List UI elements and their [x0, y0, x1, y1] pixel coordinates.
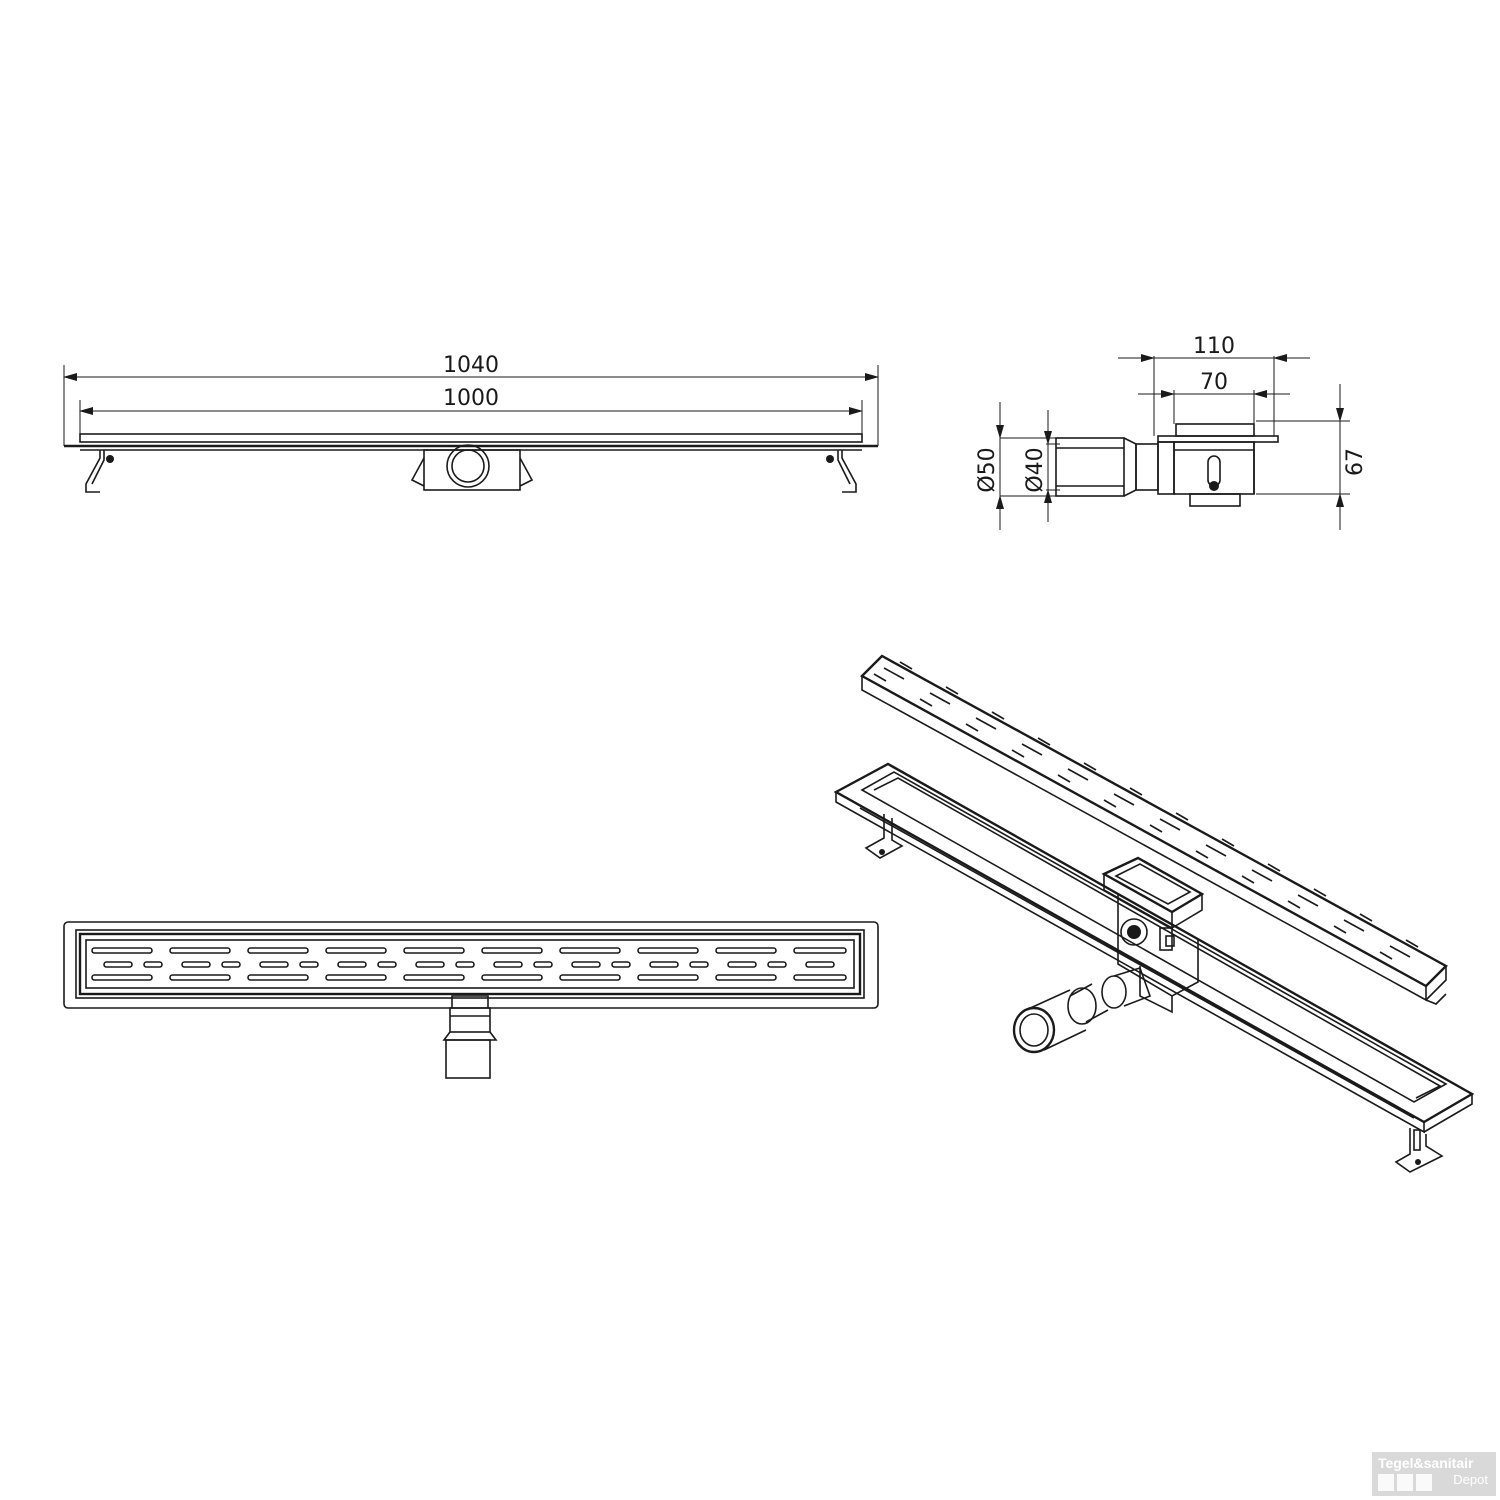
- side-view: 1040 1000: [63, 353, 879, 493]
- left-foot: [85, 450, 114, 493]
- iso-sump: [1101, 856, 1205, 1014]
- iso-grate: [860, 654, 1448, 1005]
- dimension-diameter-50: Ø50: [975, 447, 1000, 492]
- iso-foot-right: [1394, 1128, 1444, 1173]
- dimension-110: 110: [1193, 334, 1235, 359]
- dimension-diameter-40: Ø40: [1023, 447, 1048, 492]
- iso-grate-slots: [873, 661, 1419, 960]
- watermark-sub: Depot: [1453, 1472, 1488, 1487]
- dimension-1000: 1000: [443, 386, 499, 411]
- grate-slots: [91, 947, 847, 981]
- dimension-67: 67: [1343, 448, 1368, 476]
- outlet-pipe-top: [442, 995, 498, 1079]
- dimension-1040: 1040: [443, 353, 499, 378]
- dimension-70: 70: [1200, 370, 1228, 395]
- sump-side: [410, 444, 534, 491]
- watermark-brand: Tegel&sanitair: [1378, 1455, 1474, 1471]
- grate-top: [78, 932, 862, 996]
- watermark-boxes: [1378, 1474, 1432, 1491]
- top-view: [63, 921, 879, 1079]
- right-foot: [826, 450, 857, 493]
- isometric-view: [833, 654, 1475, 1173]
- iso-outlet-pipe: [1012, 967, 1152, 1054]
- sump-end: [1157, 423, 1279, 507]
- watermark-logo: Tegel&sanitair Depot: [1372, 1452, 1496, 1496]
- outlet-pipe-end: [1055, 437, 1159, 497]
- iso-channel: [833, 762, 1475, 1134]
- end-view: 110 70 67 Ø50 Ø40: [975, 334, 1368, 530]
- grate-side: [79, 433, 863, 443]
- iso-foot-left: [864, 814, 904, 859]
